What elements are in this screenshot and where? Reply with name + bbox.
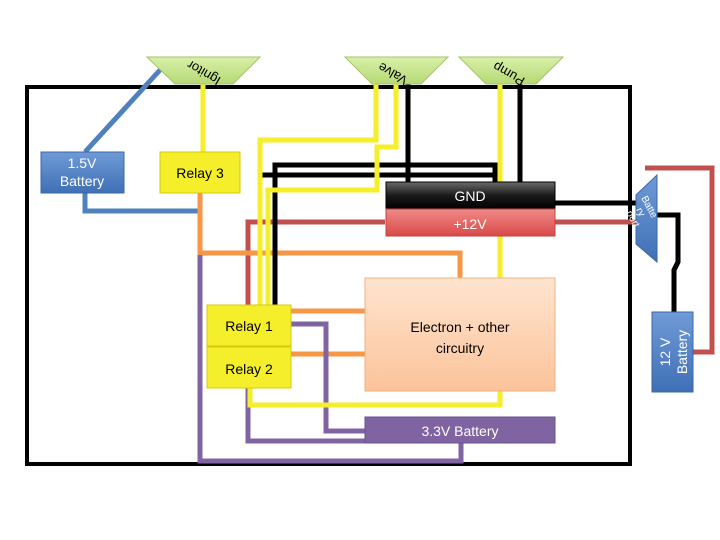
battery-1-5v: 1.5V Battery [40, 151, 125, 194]
relay-3-label: Relay 3 [176, 165, 224, 181]
purple-wire-relay3 [197, 255, 464, 464]
battery-3-3v: 3.3V Battery [364, 416, 556, 444]
battery-12v-line1: 12 V [657, 337, 673, 366]
battery-12v: 12 V Battery [651, 311, 694, 393]
orange-wire-relay3 [197, 193, 463, 278]
electron-label-line2: circuitry [436, 340, 484, 356]
relay-1: Relay 1 [206, 304, 292, 347]
purple-wire-relay1 [291, 321, 365, 434]
electron-label-line1: Electron + other [410, 319, 510, 335]
wires [82, 68, 715, 464]
battery-3-3v-label: 3.3V Battery [421, 423, 498, 439]
battery-12v-line2: Battery [674, 330, 690, 374]
relay-2-label: Relay 2 [225, 361, 273, 377]
blue-wire-relay3 [82, 193, 198, 214]
black-wire-battery [652, 212, 681, 312]
red-wire-12v-main [245, 219, 385, 305]
gnd-bar: GND [385, 181, 556, 210]
yellow-wire-valve-b [265, 80, 399, 305]
blue-wire-ignitor [83, 68, 162, 154]
pump-connector: Pump [457, 56, 565, 89]
electron-circuitry: Electron + other circuitry [364, 277, 556, 392]
plus12v-bar: +12V [385, 208, 556, 237]
yellow-wire-valve-a [257, 80, 379, 305]
black-wire-relay1 [272, 162, 498, 305]
gnd-label: GND [454, 188, 485, 204]
relay-3: Relay 3 [159, 151, 241, 194]
yellow-wire-pump [247, 80, 503, 408]
valve-connector: Valve [343, 56, 450, 88]
plus12v-label: +12V [453, 216, 487, 232]
ignitor-connector: Ignitor [145, 56, 262, 88]
relay-2: Relay 2 [206, 346, 292, 389]
battery-1-5v-line1: 1.5V [68, 155, 97, 171]
red-wire-12v-battery [645, 165, 715, 355]
battery-1-5v-line2: Battery [60, 173, 104, 189]
relay-1-label: Relay 1 [225, 318, 273, 334]
